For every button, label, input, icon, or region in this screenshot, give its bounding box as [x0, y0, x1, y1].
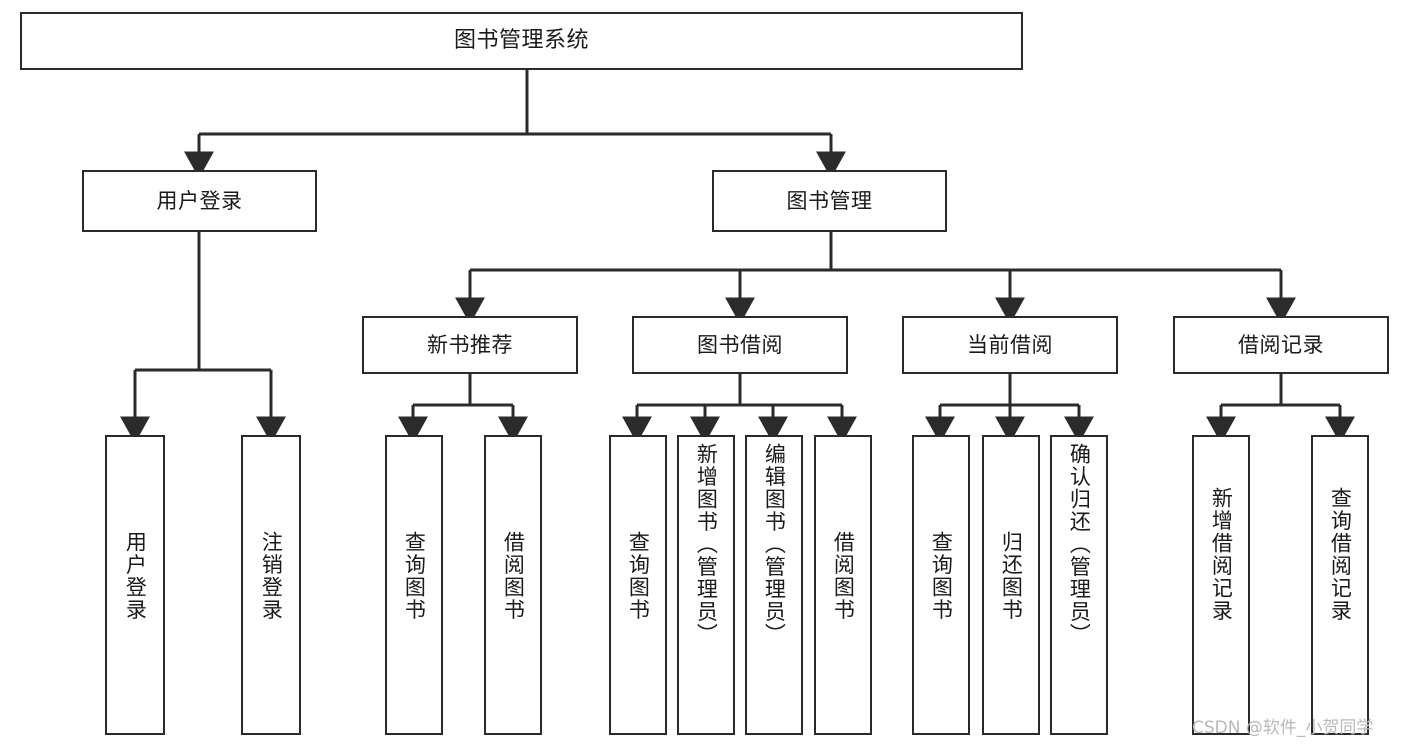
leaf-user-login-logout[interactable]: 注销登录: [241, 435, 301, 735]
node-label: 图书管理: [786, 188, 873, 213]
node-label: 新书推荐: [427, 332, 513, 357]
node-user-login[interactable]: 用户登录: [82, 170, 317, 232]
leaf-new-book-query[interactable]: 查询图书: [385, 435, 443, 735]
node-label: 图书管理系统: [453, 28, 589, 54]
leaf-current-confirm-return[interactable]: 确认归还（管理员）: [1050, 435, 1108, 735]
node-label: 编辑图书（管理员）: [762, 443, 787, 646]
node-borrow-record[interactable]: 借阅记录: [1173, 316, 1389, 374]
leaf-new-book-borrow[interactable]: 借阅图书: [484, 435, 542, 735]
node-label: 查询图书: [402, 531, 427, 621]
node-label: 当前借阅: [967, 332, 1053, 357]
node-label: 用户登录: [156, 188, 243, 213]
node-label: 借阅记录: [1238, 332, 1324, 357]
node-label: 注销登录: [259, 531, 284, 621]
node-label: 查询图书: [929, 531, 954, 621]
node-label: 借阅图书: [831, 531, 856, 621]
node-label: 确认归还（管理员）: [1067, 443, 1092, 646]
leaf-current-return-book[interactable]: 归还图书: [982, 435, 1040, 735]
leaf-borrow-query-book[interactable]: 查询图书: [609, 435, 667, 735]
leaf-user-login-login[interactable]: 用户登录: [105, 435, 165, 735]
node-new-book-recommend[interactable]: 新书推荐: [362, 316, 578, 374]
csdn-watermark: CSDN @软件_小贺同学: [1192, 718, 1374, 738]
leaf-borrow-add-book[interactable]: 新增图书（管理员）: [677, 435, 735, 735]
node-label: 查询借阅记录: [1328, 487, 1353, 622]
node-book-borrow[interactable]: 图书借阅: [632, 316, 848, 374]
node-label: 新增借阅记录: [1209, 487, 1234, 622]
node-label: 查询图书: [626, 531, 651, 621]
leaf-current-query-book[interactable]: 查询图书: [912, 435, 970, 735]
node-label: 新增图书（管理员）: [694, 443, 719, 646]
node-label: 归还图书: [999, 531, 1024, 621]
leaf-record-add-record[interactable]: 新增借阅记录: [1192, 435, 1250, 735]
node-label: 借阅图书: [501, 531, 526, 621]
leaf-borrow-edit-book[interactable]: 编辑图书（管理员）: [745, 435, 803, 735]
node-book-management[interactable]: 图书管理: [712, 170, 947, 232]
leaf-borrow-borrow-book[interactable]: 借阅图书: [814, 435, 872, 735]
node-label: 图书借阅: [697, 332, 783, 357]
leaf-record-query-record[interactable]: 查询借阅记录: [1311, 435, 1369, 735]
node-root-system[interactable]: 图书管理系统: [20, 12, 1023, 70]
node-label: 用户登录: [123, 531, 148, 621]
node-current-borrow[interactable]: 当前借阅: [902, 316, 1118, 374]
